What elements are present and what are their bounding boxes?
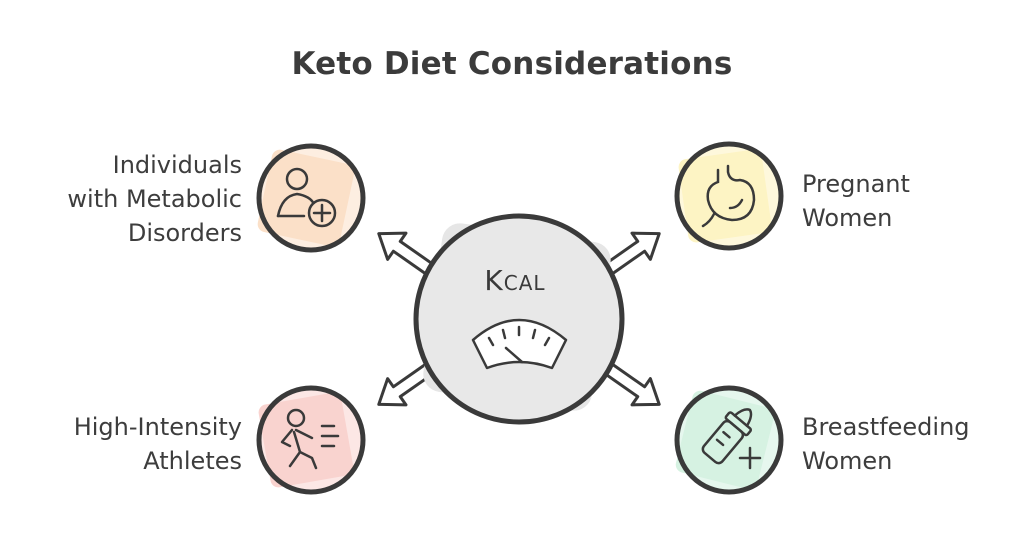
node-breastfeeding (674, 385, 784, 495)
node-label-pregnant: Pregnant Women (802, 170, 910, 232)
node-athletes (256, 385, 366, 495)
node-label-metabolic: Individuals with Metabolic Disorders (67, 151, 242, 247)
arrow-to-pregnant (603, 231, 661, 276)
scale-gauge-icon (471, 318, 568, 370)
diagram-title: Keto Diet Considerations (291, 46, 733, 82)
arrow-to-breastfeeding (603, 362, 661, 407)
node-metabolic (256, 143, 366, 253)
running-person-icon (280, 408, 340, 470)
arrow-to-metabolic (377, 231, 435, 276)
node-label-breastfeeding: Breastfeeding Women (802, 413, 970, 475)
arrow-to-athletes (377, 362, 435, 407)
stomach-icon (701, 164, 756, 228)
person-medical-plus-icon (276, 167, 337, 228)
node-label-athletes: High-Intensity Athletes (73, 413, 242, 475)
node-pregnant (674, 141, 784, 251)
baby-bottle-plus-icon (701, 408, 762, 470)
center-label: Kcal (484, 264, 546, 297)
